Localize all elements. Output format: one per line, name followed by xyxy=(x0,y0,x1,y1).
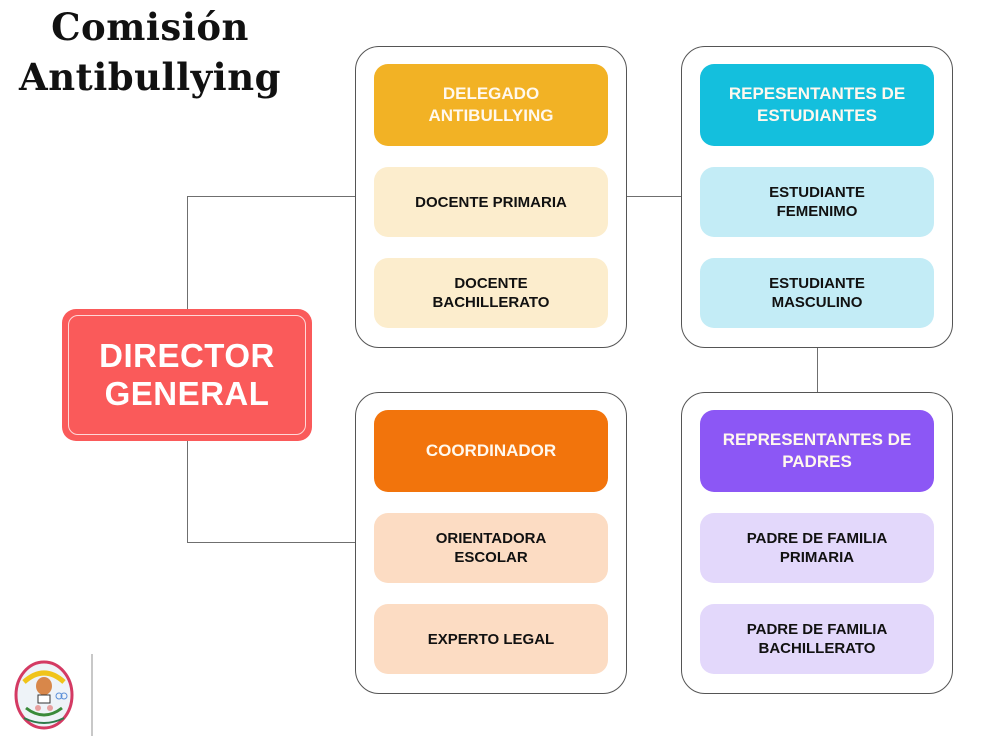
connector-left-vertical-top xyxy=(187,197,189,309)
member-estudiante-masculino: ESTUDIANTE MASCULINO xyxy=(700,258,934,328)
member-padre-primaria: PADRE DE FAMILIA PRIMARIA xyxy=(700,513,934,583)
group-head-coordinador: COORDINADOR xyxy=(374,410,608,492)
group-delegado: DELEGADO ANTIBULLYING DOCENTE PRIMARIA D… xyxy=(355,46,627,348)
director-inner-frame: DIRECTOR GENERAL xyxy=(68,315,306,435)
member-experto-legal: EXPERTO LEGAL xyxy=(374,604,608,674)
member-docente-bachillerato: DOCENTE BACHILLERATO xyxy=(374,258,608,328)
member-padre-bachillerato: PADRE DE FAMILIA BACHILLERATO xyxy=(700,604,934,674)
connector-bottom-horizontal xyxy=(187,542,355,544)
page-title: Comisión Antibullying xyxy=(0,2,300,102)
title-line-1: Comisión xyxy=(51,5,249,49)
group-head-padres: REPRESENTANTES DE PADRES xyxy=(700,410,934,492)
group-coordinador: COORDINADOR ORIENTADORA ESCOLAR EXPERTO … xyxy=(355,392,627,694)
connector-middle-horizontal xyxy=(627,196,681,198)
director-label: DIRECTOR GENERAL xyxy=(99,337,275,412)
connector-top-horizontal xyxy=(187,196,355,198)
logo-divider xyxy=(91,654,93,736)
member-orientadora-escolar: ORIENTADORA ESCOLAR xyxy=(374,513,608,583)
title-line-2: Antibullying xyxy=(19,55,281,99)
connector-right-vertical xyxy=(817,348,819,392)
group-head-delegado: DELEGADO ANTIBULLYING xyxy=(374,64,608,146)
school-crest-icon xyxy=(14,660,74,730)
director-general-node: DIRECTOR GENERAL xyxy=(62,309,312,441)
member-docente-primaria: DOCENTE PRIMARIA xyxy=(374,167,608,237)
connector-left-vertical-bottom xyxy=(187,441,189,543)
group-estudiantes: REPESENTANTES DE ESTUDIANTES ESTUDIANTE … xyxy=(681,46,953,348)
group-padres: REPRESENTANTES DE PADRES PADRE DE FAMILI… xyxy=(681,392,953,694)
member-estudiante-femenimo: ESTUDIANTE FEMENIMO xyxy=(700,167,934,237)
group-head-estudiantes: REPESENTANTES DE ESTUDIANTES xyxy=(700,64,934,146)
